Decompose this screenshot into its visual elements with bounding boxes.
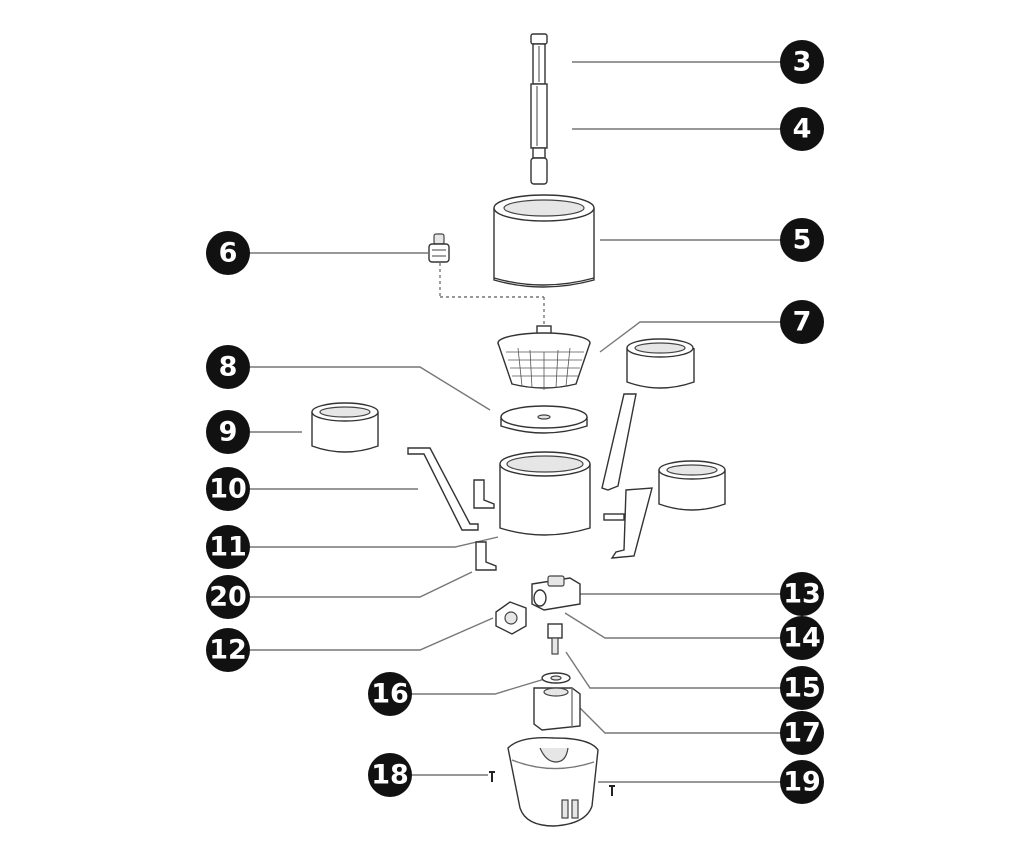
callout-number: 13 xyxy=(783,579,821,610)
support-clips xyxy=(473,479,497,571)
callout-number: 17 xyxy=(783,718,821,749)
callout-circle xyxy=(780,666,824,710)
callout-16: 16 xyxy=(368,672,412,716)
bottom-housing xyxy=(507,737,599,827)
small-valve xyxy=(428,233,450,263)
callout-number: 15 xyxy=(783,673,821,704)
callout-badges: 3 4 5 6 7 8 9 10 11 20 13 14 12 16 15 17 18 19 xyxy=(206,40,824,804)
callout-circle xyxy=(206,525,250,569)
callout-number: 8 xyxy=(219,352,238,383)
callout-circle xyxy=(206,410,250,454)
filter-disc xyxy=(500,405,588,434)
pump-motor xyxy=(533,687,581,731)
callout-12: 12 xyxy=(206,628,250,672)
impeller-shaft xyxy=(547,623,563,655)
callout-18: 18 xyxy=(368,753,412,797)
callout-3: 3 xyxy=(780,40,824,84)
callout-circle xyxy=(206,345,250,389)
nozzle-tube xyxy=(530,33,548,185)
top-cylinder-cover xyxy=(493,194,595,288)
callout-number: 6 xyxy=(219,238,238,269)
callout-number: 7 xyxy=(793,307,812,338)
callout-20: 20 xyxy=(206,575,250,619)
callout-5: 5 xyxy=(780,218,824,262)
callout-4: 4 xyxy=(780,107,824,151)
callout-number: 9 xyxy=(219,417,238,448)
callout-number: 4 xyxy=(793,114,812,145)
callout-6: 6 xyxy=(206,231,250,275)
callout-13: 13 xyxy=(780,572,824,616)
callout-circle xyxy=(206,575,250,619)
callout-15: 15 xyxy=(780,666,824,710)
callout-number: 19 xyxy=(783,767,821,798)
callout-14: 14 xyxy=(780,616,824,660)
callout-circle xyxy=(780,218,824,262)
callout-circle xyxy=(206,231,250,275)
callout-circle xyxy=(368,753,412,797)
callout-17: 17 xyxy=(780,711,824,755)
bracket-right xyxy=(601,393,653,559)
callout-7: 7 xyxy=(780,300,824,344)
callout-circle xyxy=(780,616,824,660)
screws xyxy=(489,771,615,796)
callout-circle xyxy=(780,40,824,84)
callout-9: 9 xyxy=(206,410,250,454)
callout-number: 16 xyxy=(371,679,409,710)
callout-8: 8 xyxy=(206,345,250,389)
callout-number: 12 xyxy=(209,635,247,666)
leader-lines xyxy=(250,61,785,783)
callout-number: 20 xyxy=(209,582,247,613)
callout-circle xyxy=(780,572,824,616)
callout-circle xyxy=(780,760,824,804)
callout-circle xyxy=(780,107,824,151)
callout-circle xyxy=(780,711,824,755)
callout-number: 18 xyxy=(371,760,409,791)
pump-head xyxy=(531,575,581,611)
callout-number: 10 xyxy=(209,474,247,505)
filter-basket xyxy=(497,325,591,390)
callout-number: 3 xyxy=(793,47,812,78)
callout-11: 11 xyxy=(206,525,250,569)
callout-circle xyxy=(206,467,250,511)
callout-10: 10 xyxy=(206,467,250,511)
bracket-left xyxy=(407,447,479,531)
pump-washer xyxy=(541,672,571,684)
nozzle-connector xyxy=(495,601,527,635)
filter-rings xyxy=(311,338,726,511)
callout-number: 11 xyxy=(209,532,247,563)
callout-number: 5 xyxy=(793,225,812,256)
main-tank xyxy=(499,451,591,536)
callout-19: 19 xyxy=(780,760,824,804)
callout-circle xyxy=(368,672,412,716)
callout-number: 14 xyxy=(783,623,821,654)
callout-circle xyxy=(780,300,824,344)
callout-circle xyxy=(206,628,250,672)
